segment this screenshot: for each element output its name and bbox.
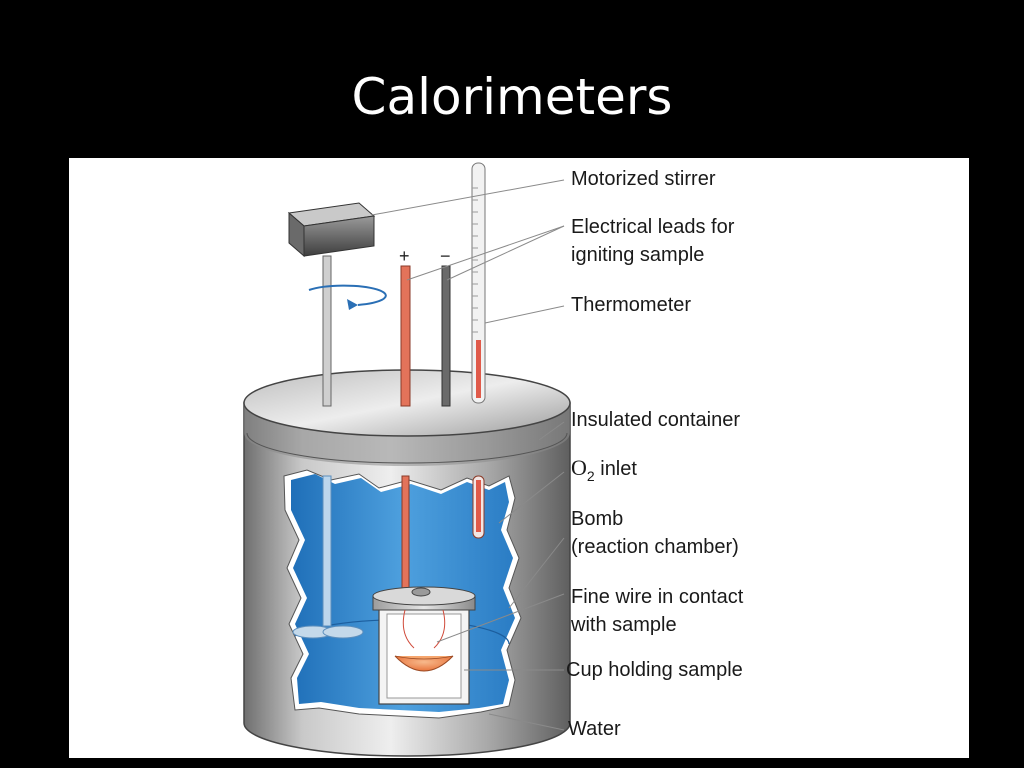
o2-inlet-text: inlet	[594, 458, 637, 480]
positive-sign: +	[399, 246, 410, 266]
o2-subscript: 2	[586, 468, 595, 484]
diagram-panel: + −	[69, 158, 969, 758]
bomb-reaction-chamber	[372, 586, 476, 705]
thermometer	[471, 162, 486, 539]
label-fine-wire-line1: Fine wire in contact	[571, 586, 744, 608]
slide-title: Calorimeters	[351, 68, 673, 126]
rotation-arrow-icon	[308, 284, 387, 310]
o2-symbol: O	[571, 455, 587, 480]
label-cup-holding-sample: Cup holding sample	[566, 659, 743, 681]
negative-sign: −	[440, 246, 451, 266]
leader-lines	[371, 179, 565, 731]
motorized-stirrer	[287, 202, 376, 639]
calorimeter-diagram: + −	[243, 162, 571, 757]
label-o2-inlet: O2 inlet	[571, 454, 637, 484]
label-fine-wire-line2: with sample	[571, 614, 677, 636]
label-motorized-stirrer: Motorized stirrer	[571, 168, 716, 190]
negative-lead	[441, 265, 451, 407]
label-electrical-leads-line1: Electrical leads for	[571, 216, 735, 238]
label-water: Water	[568, 718, 621, 740]
label-insulated-container: Insulated container	[571, 409, 741, 431]
label-bomb-line2: (reaction chamber)	[571, 536, 739, 558]
label-thermometer: Thermometer	[571, 294, 692, 316]
label-electrical-leads-line2: igniting sample	[571, 244, 705, 266]
label-bomb-line1: Bomb	[571, 508, 624, 530]
